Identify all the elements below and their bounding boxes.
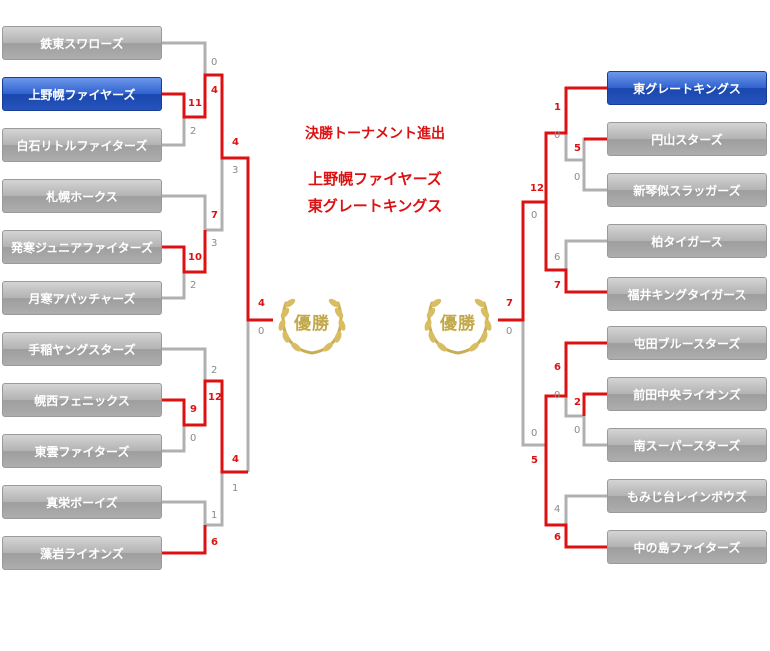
score-label: 2: [190, 280, 197, 291]
bracket-line: [205, 472, 224, 527]
winner-path-line: [162, 525, 207, 555]
score-label: 0: [211, 57, 218, 68]
bracket-line: [162, 41, 207, 75]
score-label: 2: [211, 365, 218, 376]
team-left-10[interactable]: 真栄ボーイズ: [2, 485, 162, 519]
team-right-1[interactable]: 東グレートキングス: [607, 71, 767, 105]
team-right-8[interactable]: 南スーパースターズ: [607, 428, 767, 462]
bracket-line: [162, 194, 207, 230]
score-label: 0: [506, 326, 513, 337]
score-label: 5: [531, 455, 538, 466]
winner-path-line: [582, 392, 607, 416]
bracket-line: [205, 158, 224, 232]
team-right-4[interactable]: 柏タイガース: [607, 224, 767, 258]
score-label: 4: [232, 454, 239, 465]
score-label: 5: [574, 143, 581, 154]
bracket-line: [521, 320, 546, 447]
winner-path-line: [162, 230, 207, 274]
score-label: 0: [531, 428, 538, 439]
score-label: 0: [190, 433, 197, 444]
team-left-5[interactable]: 発寒ジュニアファイターズ: [2, 230, 162, 264]
winner-path-line: [162, 73, 273, 322]
score-label: 6: [554, 532, 561, 543]
bracket-line: [162, 425, 186, 453]
team-left-2[interactable]: 上野幌ファイヤーズ: [2, 77, 162, 111]
winner-path-line: [544, 445, 607, 549]
score-label: 0: [258, 326, 265, 337]
score-label: 3: [211, 238, 218, 249]
team-left-4[interactable]: 札幌ホークス: [2, 179, 162, 213]
team-right-2[interactable]: 円山スターズ: [607, 122, 767, 156]
champion-label: 優勝: [294, 314, 330, 334]
winner-path-line: [544, 202, 607, 294]
winner-path-line: [498, 86, 607, 322]
winner-path-line: [162, 379, 248, 474]
score-label: 12: [208, 392, 222, 403]
tournament-title: 決勝トーナメント進出: [305, 126, 445, 142]
score-label: 2: [190, 126, 197, 137]
team-left-9[interactable]: 東雲ファイターズ: [2, 434, 162, 468]
score-label: 4: [258, 298, 265, 309]
score-label: 3: [232, 165, 239, 176]
bracket-line: [564, 494, 607, 525]
score-label: 0: [554, 130, 561, 141]
score-label: 9: [190, 404, 197, 415]
score-label: 0: [554, 390, 561, 401]
team-left-11[interactable]: 藻岩ライオンズ: [2, 536, 162, 570]
bracket-line: [162, 500, 207, 525]
score-label: 10: [188, 252, 202, 263]
team-right-9[interactable]: もみじ台レインボウズ: [607, 479, 767, 513]
champion-wreath-icon: 優勝: [418, 281, 498, 361]
score-label: 2: [574, 397, 581, 408]
score-label: 0: [574, 172, 581, 183]
winner-path-line: [544, 341, 607, 445]
team-right-6[interactable]: 屯田ブルースターズ: [607, 326, 767, 360]
finalist-right: 東グレートキングス: [307, 197, 443, 215]
champion-wreath-icon: 優勝: [272, 281, 352, 361]
score-label: 7: [554, 280, 561, 291]
score-label: 0: [531, 210, 538, 221]
champion-label: 優勝: [440, 314, 476, 334]
score-label: 6: [554, 362, 561, 373]
bracket-line: [582, 160, 607, 192]
team-right-5[interactable]: 福井キングタイガース: [607, 277, 767, 311]
score-label: 6: [211, 537, 218, 548]
score-label: 4: [554, 504, 561, 515]
score-label: 1: [232, 483, 239, 494]
score-label: 11: [188, 98, 202, 109]
team-right-3[interactable]: 新琴似スラッガーズ: [607, 173, 767, 207]
score-label: 1: [211, 510, 218, 521]
team-left-6[interactable]: 月寒アパッチャーズ: [2, 281, 162, 315]
bracket-line: [162, 272, 186, 300]
bracket-line: [162, 347, 207, 381]
bracket-line: [564, 396, 607, 447]
score-label: 7: [506, 298, 513, 309]
score-label: 12: [530, 183, 544, 194]
score-label: 4: [232, 137, 239, 148]
team-left-8[interactable]: 幌西フェニックス: [2, 383, 162, 417]
finalist-left: 上野幌ファイヤーズ: [308, 170, 442, 188]
team-left-7[interactable]: 手稲ヤングスターズ: [2, 332, 162, 366]
team-right-7[interactable]: 前田中央ライオンズ: [607, 377, 767, 411]
team-left-3[interactable]: 白石リトルファイターズ: [2, 128, 162, 162]
score-label: 7: [211, 210, 218, 221]
score-label: 4: [211, 85, 218, 96]
bracket-line: [162, 117, 186, 147]
bracket-line: [564, 133, 607, 162]
team-right-10[interactable]: 中の島ファイターズ: [607, 530, 767, 564]
score-label: 0: [574, 425, 581, 436]
team-left-1[interactable]: 鉄東スワローズ: [2, 26, 162, 60]
bracket-line: [564, 239, 607, 270]
score-label: 6: [554, 252, 561, 263]
score-label: 1: [554, 102, 561, 113]
